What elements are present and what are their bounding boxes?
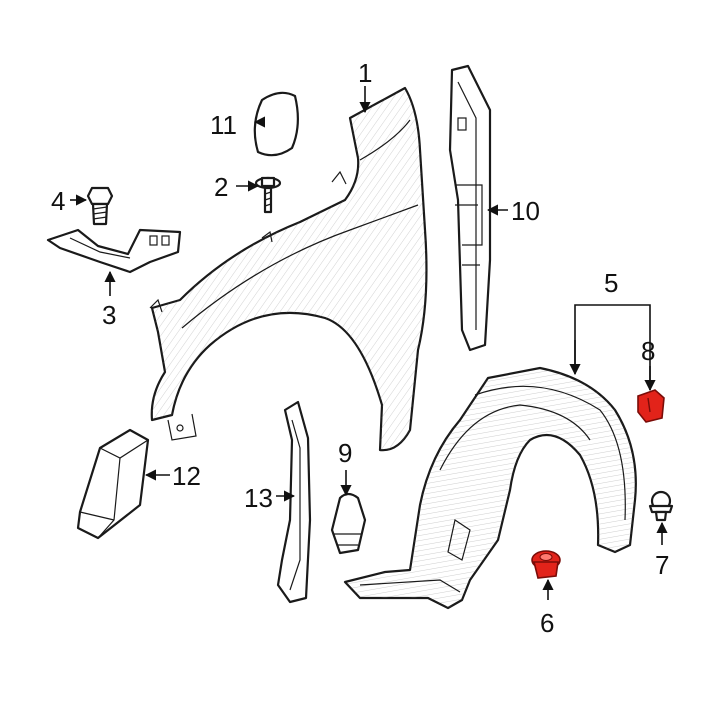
- callout-1: 1: [358, 58, 372, 88]
- cover-panel-part: [253, 91, 299, 157]
- callout-2: 2: [214, 172, 228, 202]
- push-retainer-part: [531, 550, 561, 579]
- callout-9: 9: [338, 438, 352, 468]
- callout-5: 5: [604, 268, 618, 298]
- small-shield-part: [330, 492, 367, 555]
- leader-5-bracket: [574, 304, 651, 390]
- fender-bracket-part: [448, 64, 492, 352]
- washer-bolt-part: [254, 176, 282, 214]
- seal-strip-part: [276, 400, 312, 604]
- fender-part: [149, 86, 428, 452]
- leader-lines: [70, 86, 668, 600]
- callout-labels: 1 11 2 4 3 10 12 13 9 5 8 6 7: [51, 58, 669, 638]
- clip-nut-part: [637, 389, 665, 423]
- callout-11: 11: [210, 110, 237, 140]
- callout-8: 8: [641, 336, 655, 366]
- callout-4: 4: [51, 186, 65, 216]
- callout-7: 7: [655, 550, 669, 580]
- insulator-block-part: [76, 428, 150, 540]
- wheelhouse-liner-part: [343, 366, 637, 610]
- callout-13: 13: [244, 483, 273, 513]
- callout-10: 10: [511, 196, 540, 226]
- screw-grommet-part: [648, 490, 674, 522]
- mounting-bracket-part: [46, 228, 182, 274]
- callout-12: 12: [172, 461, 201, 491]
- callout-3: 3: [102, 300, 116, 330]
- bolt-part: [86, 186, 114, 226]
- callout-6: 6: [540, 608, 554, 638]
